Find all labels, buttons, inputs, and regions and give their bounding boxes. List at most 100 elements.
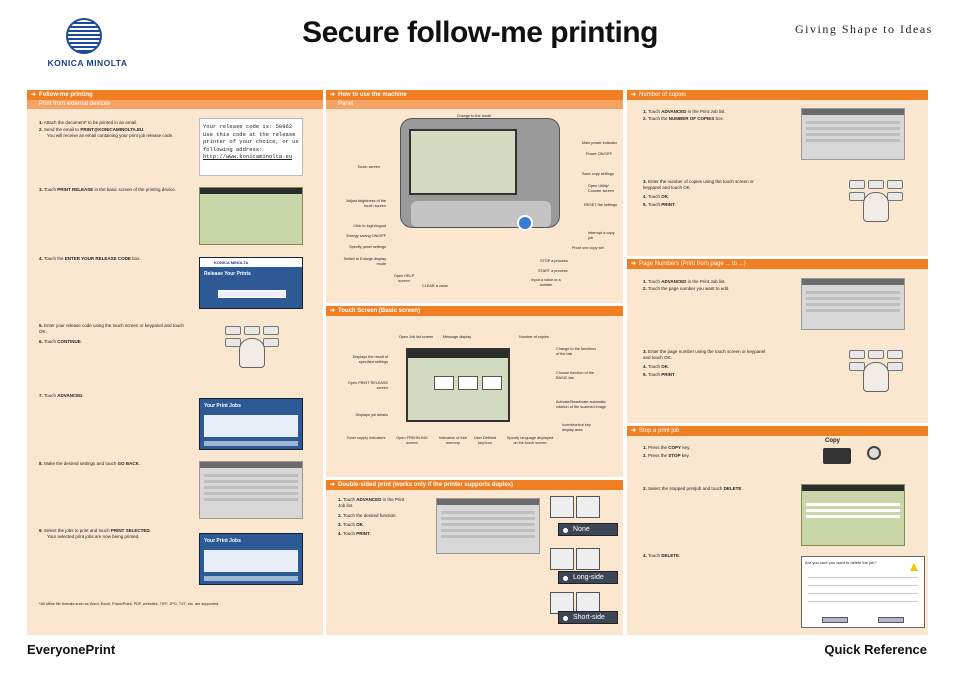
cancel-button[interactable] [822,617,848,623]
panel-options: ➔Number of copies 1. Touch ADVANCED in t… [627,90,928,635]
basic-screen-illustration [406,348,510,422]
label-specify-language: Specify language displayed on the touch … [506,436,554,445]
section-subheader: Print from external devices [27,100,323,109]
section-header: ➔Touch Screen (Basic screen) [326,306,623,316]
arrow-right-icon: ➔ [330,308,336,314]
step-3: 3. Touch PRINT RELEASE in the basic scre… [39,187,177,192]
panel-touch-screen [409,129,517,195]
label-open-help-screen: Open FREHN-ING screen [396,436,428,445]
label-change-mode: Change to the mode [456,114,492,118]
basic-screen-screenshot [199,187,303,245]
print-jobs-selected-screenshot: Your Print Jobs [199,533,303,585]
label-reset: RESET the settings [584,203,618,207]
stop-step-2: 2. Press the STOP key. [643,453,690,458]
control-panel-illustration [400,118,560,231]
section-header: ➔Number of copies [627,90,928,100]
duplex-settings-screenshot [436,498,540,554]
label-user-defined: User Defined key/icon [473,436,497,445]
delete-button[interactable] [878,617,904,623]
print-jobs-screenshot: Your Print Jobs [199,398,303,450]
arrow-right-icon: ➔ [631,428,637,434]
label-start: START a process [538,269,568,273]
duplex-step-1: 1. Touch ADVANCED in the Print Job list. [338,497,405,508]
footer-product: EveryonePrint [27,642,116,657]
label-interrupt: Interrupt a copy job [588,231,615,240]
release-code-input[interactable] [218,290,286,298]
arrow-right-icon: ➔ [631,92,637,98]
release-prints-screenshot: KONICA MINOLTA Release Your Prints [199,257,303,309]
step-7: 7. Touch ADVANCED. [39,393,84,398]
duplex-none-button[interactable]: None [558,523,618,536]
stop-step-1: 1. Press the COPY key. [643,445,691,450]
label-stop: STOP a process [540,259,568,263]
copies-settings-screenshot [801,108,905,160]
label-message: Message display [442,335,472,339]
pages-settings-screenshot [801,278,905,330]
label-open-job-list: Open Job list screen [398,335,434,339]
footer-doc-type: Quick Reference [824,642,927,657]
globe-logo-icon [66,18,102,54]
step-5: 5. Enter your release code using the tou… [39,323,184,334]
pages-step-5: 5. Touch PRINT. [643,372,676,377]
page-title: Secure follow-me printing [302,16,658,49]
label-power-onoff: Power ON/OFF [586,152,613,156]
duplex-long-side-icon-2 [576,548,600,570]
keypad-illustration [849,350,905,392]
copies-step-2: 2. Touch the NUMBER OF COPIES box. [643,116,724,121]
pages-step-1: 1. Touch ADVANCED in the Print Job list. [643,279,726,284]
arrow-right-icon: ➔ [330,92,336,98]
job-list-screenshot [801,484,905,546]
label-input-value: Input a value or a number [531,278,561,287]
copies-step-5: 5. Touch PRINT. [643,202,676,207]
stop-key-icon [867,446,881,460]
section-header: ➔Stop a print job [627,426,928,436]
duplex-long-side-icon [550,548,574,570]
copy-key-label: Copy [825,438,840,444]
duplex-long-side-button[interactable]: Long-side [558,571,618,584]
label-activate-rotation: Activate/Deactivate automatic rotation o… [556,400,607,409]
step-8: 8. Make the desired settings and touch G… [39,461,141,466]
step-2: 2. Send the email to PRINT@KONICAMINOLTA… [39,127,145,132]
duplex-short-side-button[interactable]: Short-side [558,611,618,624]
label-proof-copy: Proof one copy set [572,246,604,250]
step-2-note: You will receive an email containing you… [47,133,174,138]
section-header: ➔Follow-me printing [27,90,323,100]
label-num-copies: Number of copies [519,335,549,339]
konica-minolta-logo: KONICA MINOLTA [30,18,140,70]
section-header: ➔Double-sided print (works only if the p… [326,480,623,490]
label-main-power: Main power indicator [582,141,618,145]
panel-how-to-use: ➔How to use the machine Panel Change to … [326,90,623,635]
step-4: 4. Touch the ENTER YOUR RELEASE CODE box… [39,256,141,261]
arrow-right-icon: ➔ [31,92,37,98]
section-header: ➔Page Numbers (Print from page ... to ..… [627,259,928,269]
panel-follow-me-printing: ➔Follow-me printing Print from external … [27,90,323,635]
advanced-settings-screenshot [199,461,303,519]
section-header: ➔How to use the machine [326,90,623,100]
label-click-login: Click to login/logout [353,224,386,228]
hand-pointer-icon [239,338,265,368]
stop-step-3: 3. Select the stopped printjob and touch… [643,486,743,491]
release-code-email: Your release code is: 50962 Use this cod… [199,118,303,176]
duplex-step-2: 2. Touch the desired function. [338,513,397,518]
step-9-note: Your selected print jobs are now being p… [47,534,140,539]
label-specify-panel: Specify panel settings [349,245,386,249]
pages-step-2: 2. Touch the page number you want to edi… [643,286,730,291]
step-6: 6. Touch CONTINUE. [39,339,82,344]
label-open-print-release: Open PRINT RELEASE screen [347,381,388,390]
label-switch-enlarge: Switch to Enlarge display mode [343,257,386,266]
copy-key-icon [823,448,851,464]
label-icon-shortcut: Icon/shortcut key display area [562,423,591,432]
duplex-none-icon-2 [576,496,600,518]
label-save-copy: Save copy settings [582,172,614,176]
label-indication-memory: Indication of free memory [438,436,468,445]
delete-confirm-dialog: Are you sure you want to delete the job? [801,556,925,628]
stop-step-4: 4. Touch DELETE. [643,553,681,558]
label-open-help: Open HELP screen [393,274,415,283]
hand-pointer-icon [863,192,889,222]
label-energy: Energy saving ON/OFF [346,234,386,238]
keypad-illustration [849,180,905,222]
tagline: Giving Shape to Ideas [795,22,933,36]
copies-step-1: 1. Touch ADVANCED in the Print Job list. [643,109,726,114]
label-change-functions: Change to the functions of the tab [556,347,597,356]
pages-step-4: 4. Touch OK. [643,364,670,369]
